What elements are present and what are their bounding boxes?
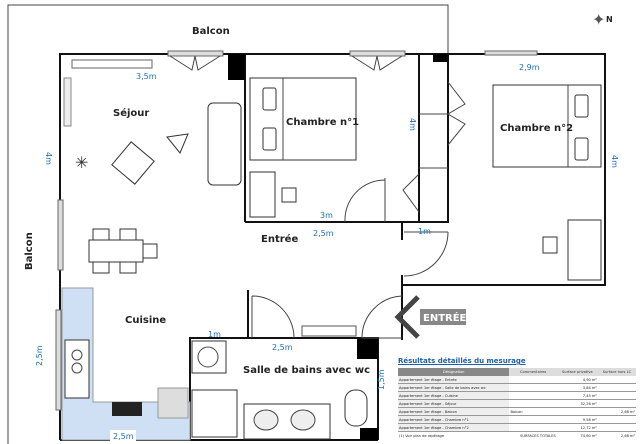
row-privative: 7,45 m² <box>556 391 598 400</box>
row-privative: 32,26 m² <box>556 399 598 408</box>
row-hors: 2,66 m² <box>597 407 636 416</box>
doors <box>251 178 449 339</box>
dim-sejour-height: 4m <box>44 152 53 165</box>
row-comment <box>509 391 557 400</box>
total-privative: 74,60 m² <box>580 433 597 438</box>
armchair <box>111 141 155 185</box>
dim-cuisine-width-backing <box>110 430 136 441</box>
entrance-badge <box>420 309 466 325</box>
sofa <box>207 102 242 186</box>
label-sejour: Séjour <box>113 107 149 119</box>
row-name: Appartement 1er étage - Chambre n°2 <box>398 423 510 432</box>
label-balcon-left: Balcon <box>24 232 35 270</box>
total-hors: 2,66 m² <box>620 433 635 438</box>
dim-sdb-height: 1,5m <box>377 369 386 390</box>
pillar <box>228 54 245 80</box>
row-privative <box>556 407 598 416</box>
compass-icon: ✦ <box>592 10 605 29</box>
row-name: Appartement 1er étage - Chambre n°1 <box>398 415 510 424</box>
dining-table <box>88 228 158 274</box>
header-designation: Désignation <box>398 368 510 376</box>
pillar <box>357 339 378 359</box>
entrance-label: ENTRÉE <box>423 311 467 324</box>
row-hors <box>597 391 636 400</box>
bed-chambre1 <box>249 77 357 161</box>
chair <box>281 187 297 203</box>
header-hors: Surface hors LC <box>597 368 636 376</box>
row-name: Appartement 1er étage - Entrée <box>398 376 510 384</box>
row-hors <box>597 399 636 408</box>
header-comment: Commentaires <box>509 368 557 376</box>
dim-entree-width: 2,5m <box>313 229 334 238</box>
label-chambre1: Chambre n°1 <box>286 117 359 128</box>
chair <box>542 236 558 254</box>
label-chambre2: Chambre n°2 <box>500 123 573 134</box>
label-sdb: Salle de bains avec wc <box>243 365 370 376</box>
dim-sdb-left: 1m <box>208 330 221 339</box>
compass-label: N <box>606 15 613 24</box>
bathroom-fixtures <box>191 340 368 440</box>
label-balcon-top: Balcon <box>192 26 230 37</box>
dim-chambre2-height: 4m <box>610 155 619 168</box>
total-row: (1) Voir plan de repérage SURFACES TOTAL… <box>398 432 636 440</box>
balcony-outline <box>7 4 449 444</box>
table-row: Appartement 1er étage - Salle de bains a… <box>398 383 636 392</box>
kitchen-counter <box>61 287 191 441</box>
pillar <box>360 428 378 440</box>
desk <box>567 219 602 281</box>
row-comment: Balcon <box>509 407 557 416</box>
footnote: (1) Voir plan de repérage <box>399 433 445 438</box>
desk <box>249 171 276 218</box>
dim-entree-door: 1m <box>418 227 431 236</box>
row-comment <box>509 383 557 392</box>
dim-sdb-width: 2,5m <box>272 343 293 352</box>
row-hors <box>597 415 636 424</box>
label-cuisine: Cuisine <box>125 315 166 326</box>
results-title: Résultats détaillés du mesurage <box>398 357 526 365</box>
table-row: Appartement 1er étage - Cuisine 7,45 m² <box>398 391 636 400</box>
plant-icon: ✳ <box>75 153 88 172</box>
row-privative: 12,72 m² <box>556 423 598 432</box>
row-comment <box>509 376 557 384</box>
label-entree: Entrée <box>261 233 298 245</box>
results-table: Résultats détaillés du mesurage Désignat… <box>398 357 636 439</box>
row-hors <box>597 376 636 384</box>
row-hors <box>597 423 636 432</box>
dim-cuisine-width: 2,5m <box>113 432 134 441</box>
wardrobe <box>402 81 466 213</box>
row-name: Appartement 1er étage - Cuisine <box>398 391 510 400</box>
bed-chambre2 <box>492 84 602 168</box>
total-label: SURFACES TOTALES <box>520 433 556 438</box>
row-name: Appartement 1er étage - Salle de bains a… <box>398 383 510 392</box>
table-row: Appartement 1er étage - Chambre n°1 9,58 … <box>398 415 636 424</box>
row-privative: 3,84 m² <box>556 383 598 392</box>
pillar <box>433 54 447 62</box>
dim-chambre2-width: 2,9m <box>519 63 540 72</box>
dim-chambre1-width: 3m <box>320 211 333 220</box>
row-name: Appartement 1er étage - Balcon <box>398 407 510 416</box>
table-row: Appartement 1er étage - Entrée 4,90 m² <box>398 376 636 384</box>
table-row: Appartement 1er étage - Séjour 32,26 m² <box>398 399 636 408</box>
table-row: Appartement 1er étage - Chambre n°2 12,72… <box>398 423 636 432</box>
row-privative: 9,58 m² <box>556 415 598 424</box>
row-name: Appartement 1er étage - Séjour <box>398 399 510 408</box>
row-comment <box>509 399 557 408</box>
dim-sejour-width: 3,5m <box>136 72 157 81</box>
row-comment <box>509 423 557 432</box>
header-privative: Surface privative <box>556 368 598 376</box>
row-hors <box>597 383 636 392</box>
row-privative: 4,90 m² <box>556 376 598 384</box>
dim-chambre1-height: 4m <box>408 118 417 131</box>
side-table <box>166 133 189 154</box>
windows <box>55 50 538 411</box>
entrance-arrow-icon <box>394 295 420 339</box>
row-comment <box>509 415 557 424</box>
dim-cuisine-height: 2,5m <box>35 345 44 366</box>
